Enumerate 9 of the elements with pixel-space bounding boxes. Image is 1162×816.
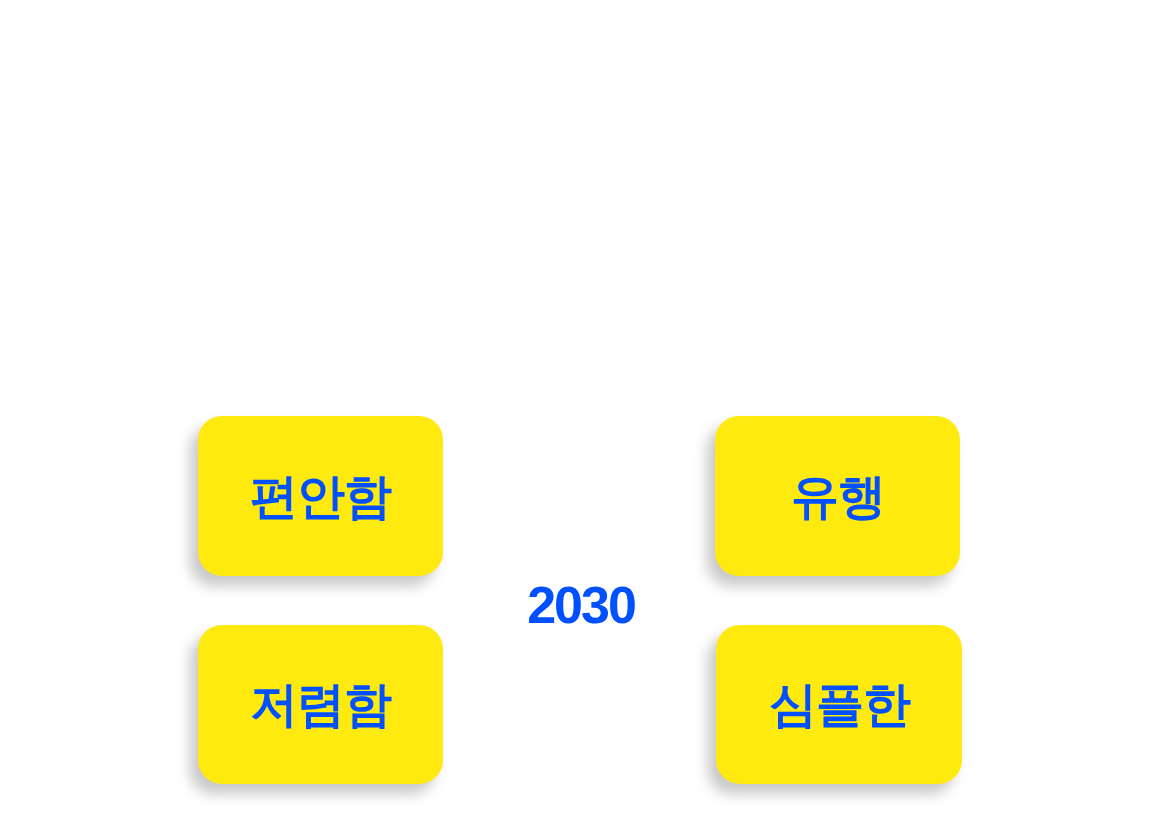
rounded-box <box>715 416 960 576</box>
rounded-box <box>716 625 962 784</box>
year-label: 2030 <box>527 579 635 631</box>
rounded-box <box>198 625 443 784</box>
box-label: 유행 <box>790 469 885 523</box>
box-label: 편안함 <box>250 469 391 523</box>
box-label: 심플한 <box>768 678 910 731</box>
box-label: 저렴함 <box>250 678 391 731</box>
rounded-box <box>198 416 443 576</box>
